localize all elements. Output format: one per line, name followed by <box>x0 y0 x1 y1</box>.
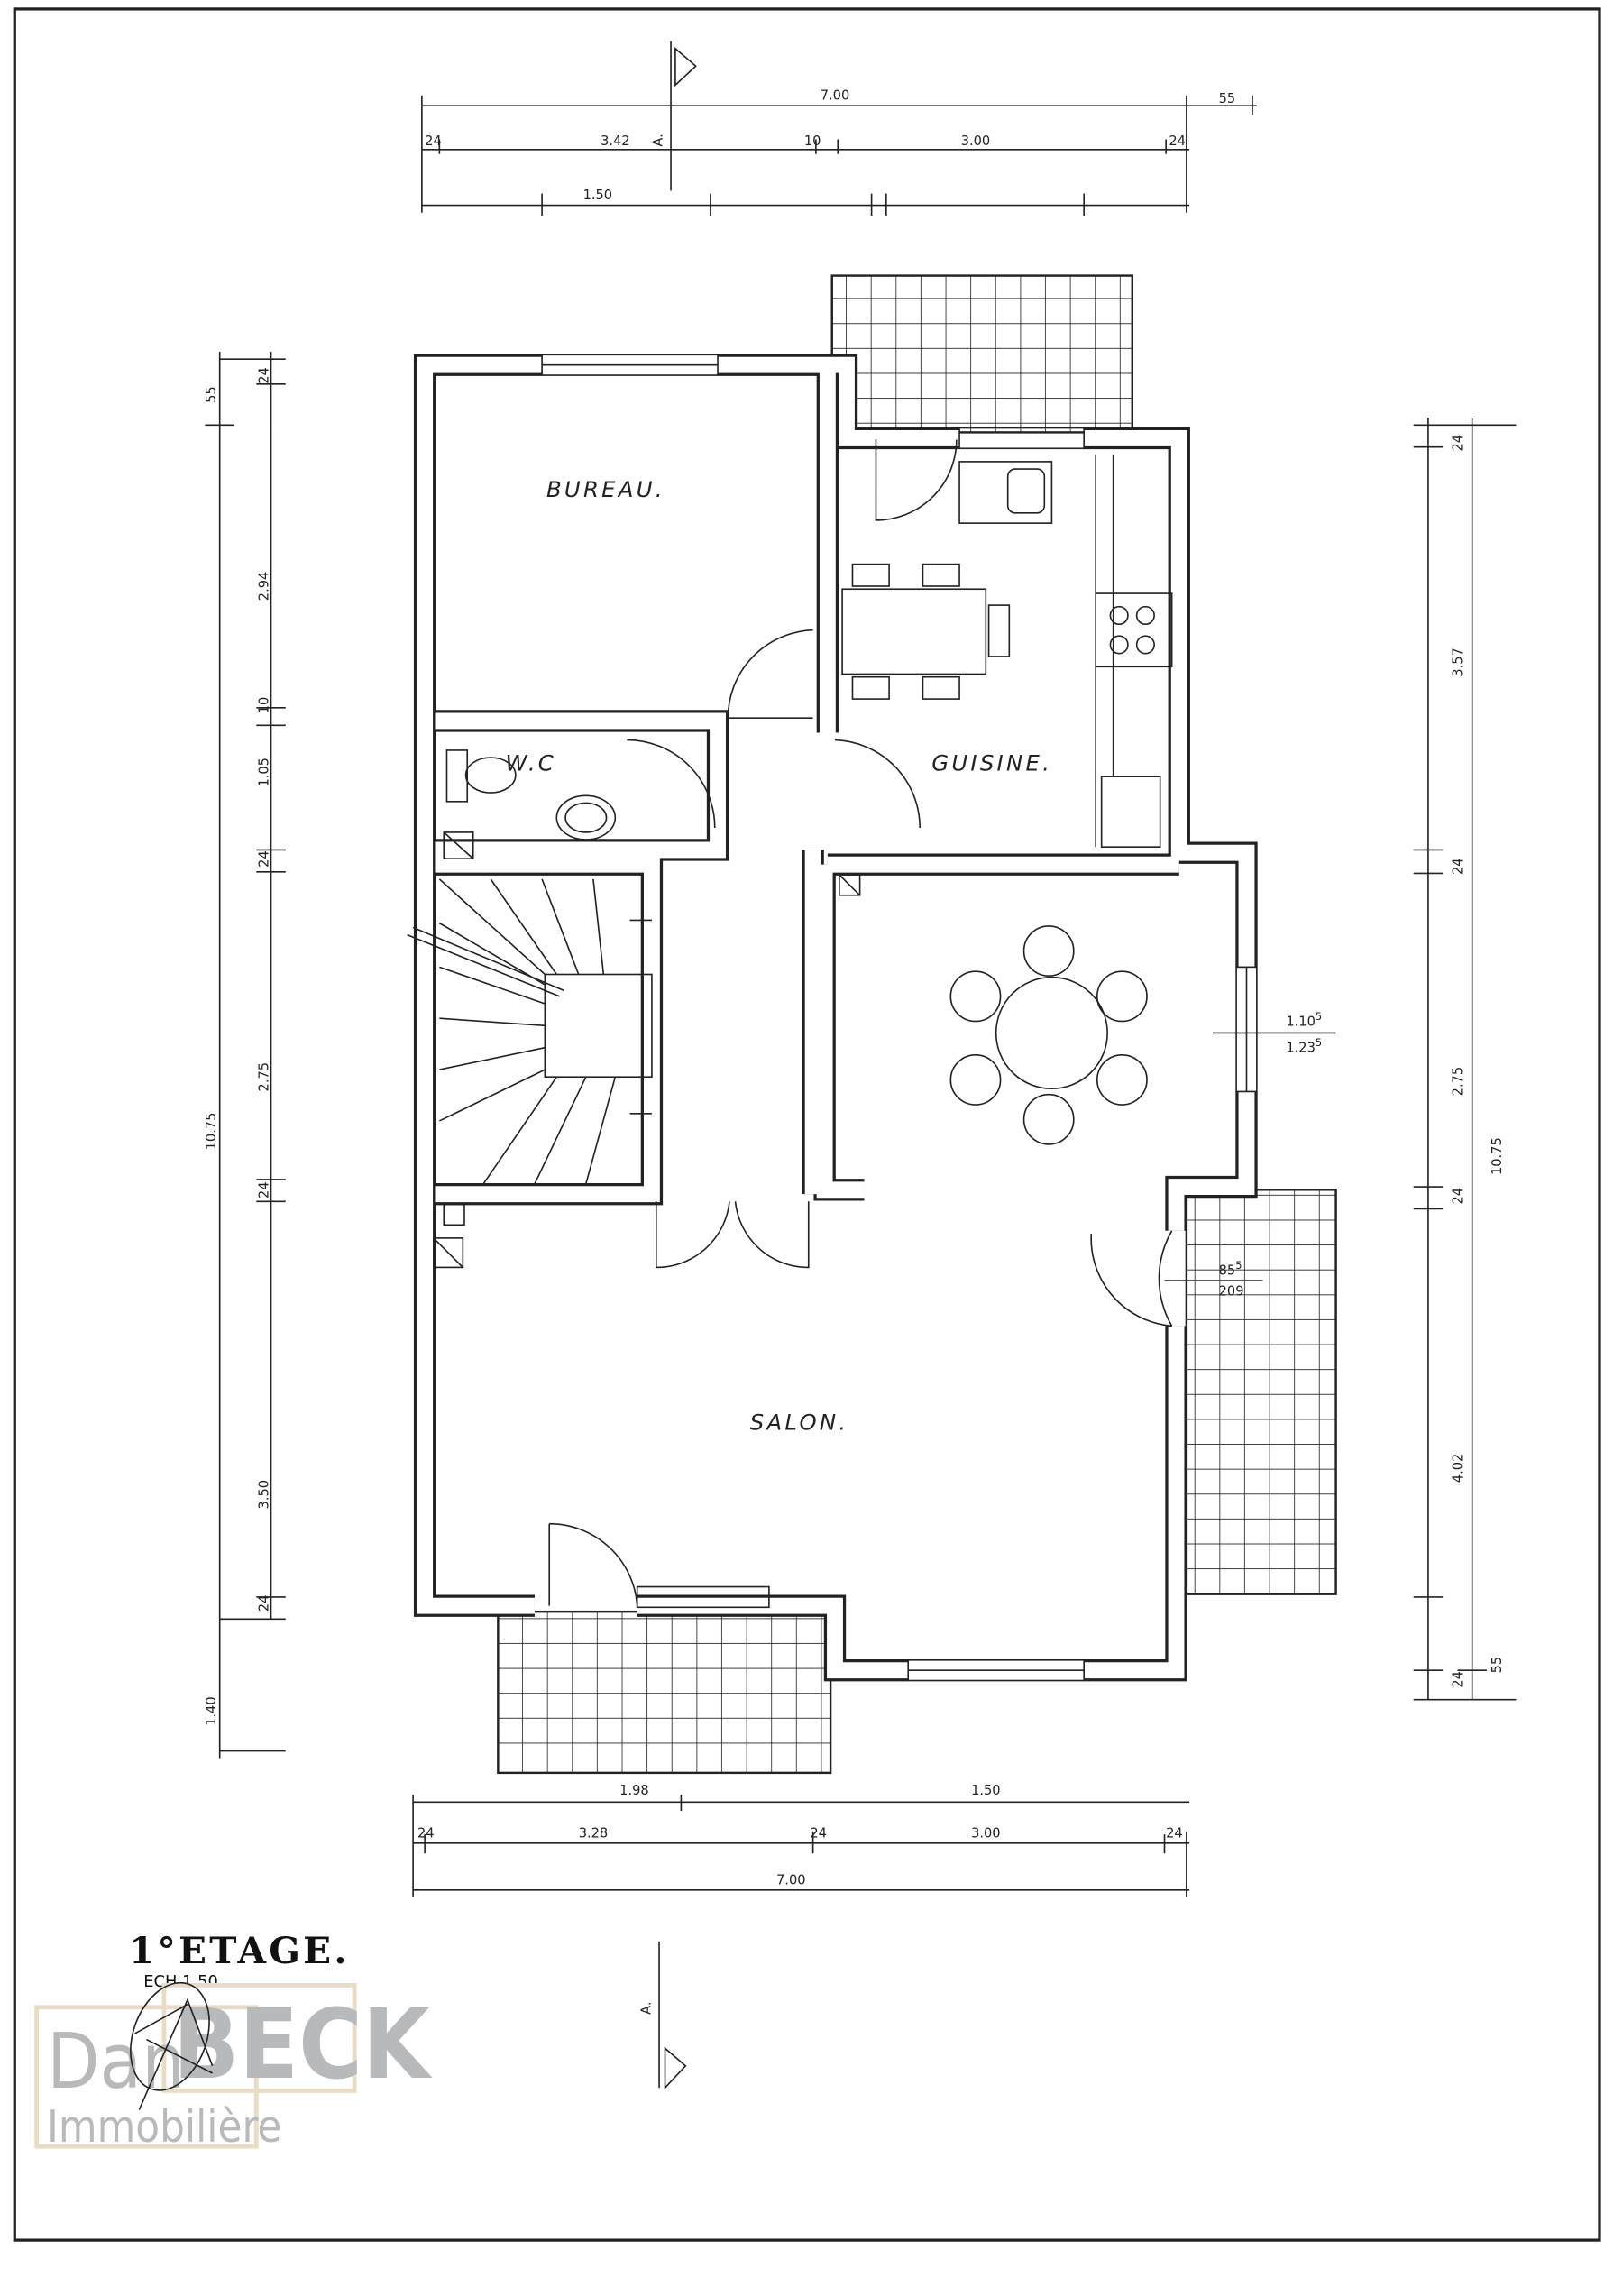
window-width: 1.10 <box>1286 1014 1316 1029</box>
dim: 10 <box>256 697 271 714</box>
dim: 55 <box>204 386 219 403</box>
dining-table <box>949 925 1148 1145</box>
wc-fixtures <box>443 749 617 859</box>
section-mark-bottom: A. <box>638 2002 654 2015</box>
opening-annotations: 1.105 1.235 855 209 <box>1219 1010 1322 1299</box>
dim-span: 3.28 <box>579 1825 609 1841</box>
plan-title: 1°ETAGE. <box>129 1929 350 1972</box>
dim-wall: 24 <box>1169 133 1186 149</box>
svg-text:1.235: 1.235 <box>1286 1036 1322 1055</box>
svg-text:855: 855 <box>1219 1259 1242 1278</box>
logo-brand-second: BECK <box>173 1988 433 2101</box>
dim: 24 <box>256 1595 271 1612</box>
dim-wall: 24 <box>425 133 442 149</box>
dim-wall: 24 <box>417 1825 435 1841</box>
dim: 3.57 <box>1450 647 1465 677</box>
sheet-border <box>13 7 1601 2242</box>
door-height: 209 <box>1219 1283 1244 1299</box>
dim-opening: 1.98 <box>619 1783 649 1798</box>
staircase <box>407 874 861 1269</box>
dim: 24 <box>1450 435 1465 452</box>
dim-wall: 24 <box>1166 1825 1183 1841</box>
room-label-cuisine: GUISINE. <box>931 750 1052 776</box>
dim: 10.75 <box>1490 1137 1505 1175</box>
balcony-top <box>830 274 1133 434</box>
dim: 24 <box>256 1181 271 1199</box>
dim-span: 3.42 <box>601 133 630 149</box>
door-width: 85 <box>1219 1263 1236 1279</box>
dim-wall: 24 <box>810 1825 827 1841</box>
top-dimensions: 7.00 55 24 3.42 10 3.00 24 1.50 A. <box>425 88 1235 203</box>
room-label-salon: SALON. <box>750 1410 849 1436</box>
dim-total: 7.00 <box>821 88 850 104</box>
room-label-bureau: BUREAU. <box>546 476 665 502</box>
dimension-lines <box>205 41 1517 2090</box>
logo-tagline: Immobilière <box>47 2102 281 2153</box>
kitchen-fixtures <box>841 454 1173 848</box>
bottom-dimensions: 1.98 1.50 24 3.28 24 3.00 24 7.00 A. <box>417 1783 1183 2015</box>
svg-text:1.105: 1.105 <box>1286 1010 1322 1029</box>
right-dimensions: 24 3.57 24 2.75 24 4.02 24 10.75 55 <box>1450 435 1505 1688</box>
left-dimensions: 55 24 2.94 10 1.05 24 2.75 24 3.50 24 10… <box>204 367 271 1726</box>
dim: 24 <box>1450 858 1465 875</box>
balcony-bottom <box>497 1610 832 1775</box>
dim: 4.02 <box>1450 1454 1465 1483</box>
windows <box>541 354 1258 1682</box>
doors <box>548 439 1173 1606</box>
dim: 55 <box>1490 1657 1505 1674</box>
dim: 10.75 <box>204 1113 219 1151</box>
dim-opening: 1.50 <box>583 188 613 203</box>
window-width-sup: 5 <box>1316 1010 1322 1023</box>
balcony-right <box>1185 1189 1337 1595</box>
dim-wall: 10 <box>804 133 821 149</box>
dim: 24 <box>1450 1188 1465 1205</box>
dim-total: 7.00 <box>776 1872 806 1887</box>
dim: 2.75 <box>1450 1067 1465 1097</box>
dim: 24 <box>1450 1671 1465 1688</box>
dim: 24 <box>256 367 271 384</box>
dim-span: 3.00 <box>971 1825 1001 1841</box>
dim: 1.40 <box>204 1696 219 1726</box>
logo-brand-first: Dan <box>47 2017 185 2106</box>
section-mark-top: A. <box>650 133 665 146</box>
window-height: 1.23 <box>1286 1041 1316 1056</box>
window-height-sup: 5 <box>1316 1036 1322 1049</box>
dim-span: 3.00 <box>961 133 991 149</box>
dim-opening: 1.50 <box>971 1783 1001 1798</box>
agency-logo: Dan BECK Immobilière <box>34 1981 433 2153</box>
dim-overhang: 55 <box>1219 91 1236 106</box>
dim: 1.05 <box>256 758 271 787</box>
dim: 3.50 <box>256 1480 271 1510</box>
walls <box>413 354 1258 1682</box>
dim: 2.75 <box>256 1062 271 1092</box>
door-width-sup: 5 <box>1235 1259 1242 1272</box>
dim: 2.94 <box>256 572 271 602</box>
dim: 24 <box>256 850 271 868</box>
room-label-wc: W.C <box>505 750 556 776</box>
